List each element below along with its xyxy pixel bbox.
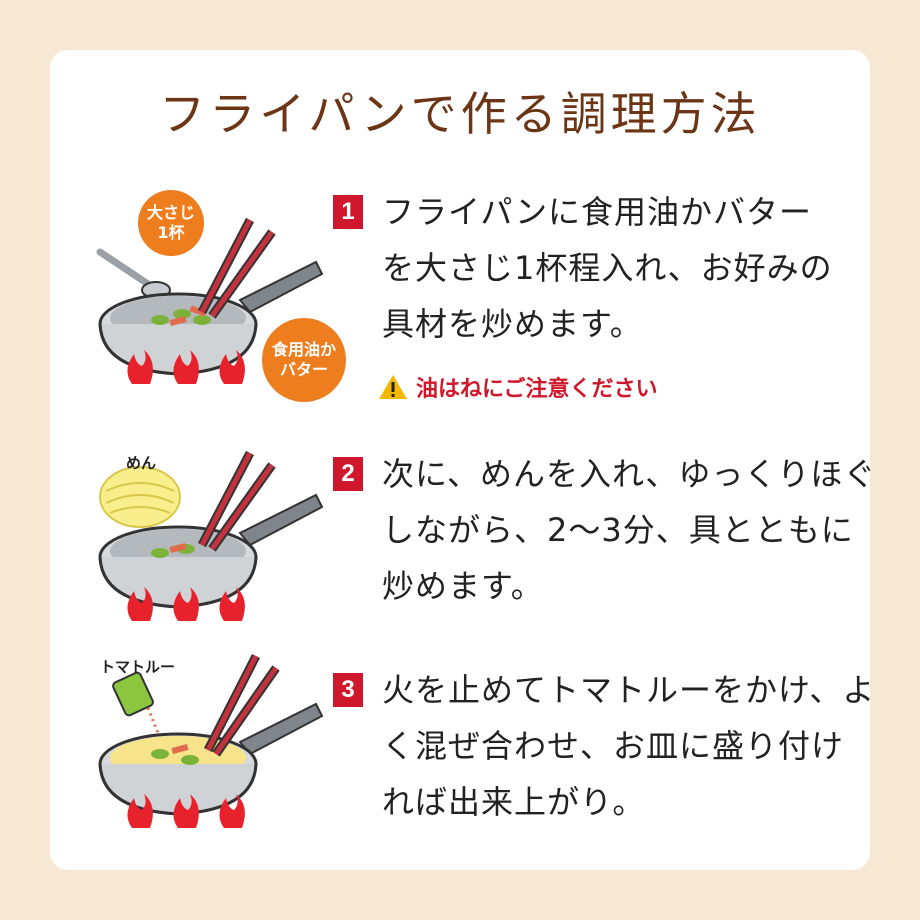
frying-pan-icon	[98, 653, 324, 828]
step1-number: 1	[333, 195, 363, 229]
chopsticks-icon	[203, 653, 280, 757]
warning-notice: 油はねにご注意ください	[378, 370, 658, 404]
noodles-label: めん	[126, 454, 157, 472]
page-title: フライパンで作る調理方法	[159, 87, 761, 141]
warning-text: 油はねにご注意ください	[416, 377, 658, 402]
step1-line2: を大さじ1杯程入れ、お好みの	[382, 249, 833, 287]
tomato-roux-label: トマトルー	[100, 658, 176, 676]
frying-pan-icon	[98, 450, 324, 621]
warning-icon	[379, 375, 407, 399]
step3-text: 火を止めてトマトルーをかけ、よ く混ぜ合わせ、お皿に盛り付け れば出来上がり。	[382, 662, 875, 830]
step2-line1: 次に、めんを入れ、ゆっくりほぐ	[382, 455, 877, 493]
step3-line3: れば出来上がり。	[382, 783, 646, 821]
step1-line1: フライパンに食用油かバター	[382, 193, 812, 231]
step1-illustration	[90, 180, 350, 400]
step1-line3: 具材を炒めます。	[382, 305, 643, 343]
chopsticks-icon	[198, 217, 276, 319]
step2-line2: しながら、2〜3分、具とともに	[382, 511, 854, 549]
flame-icon	[127, 350, 245, 384]
step1-text: フライパンに食用油かバター を大さじ1杯程入れ、お好みの 具材を炒めます。	[382, 184, 833, 352]
frying-pan-icon	[96, 217, 324, 384]
flame-icon	[127, 794, 245, 828]
noodles-icon	[99, 466, 181, 528]
step3-illustration	[90, 650, 350, 870]
step2-illustration	[90, 445, 350, 665]
chopsticks-icon	[198, 450, 276, 552]
step2-line3: 炒めます。	[382, 567, 544, 605]
step3-number: 3	[333, 673, 363, 707]
step3-line1: 火を止めてトマトルーをかけ、よ	[382, 671, 876, 709]
step3-line2: く混ぜ合わせ、お皿に盛り付け	[382, 727, 845, 765]
badge-tablespoon: 大さじ 1杯	[138, 190, 204, 256]
step2-number: 2	[333, 457, 363, 491]
seasoning-can-icon	[112, 671, 162, 739]
badge-oil-or-butter: 食用油か バター	[262, 318, 346, 402]
step2-text: 次に、めんを入れ、ゆっくりほぐ しながら、2〜3分、具とともに 炒めます。	[382, 446, 876, 614]
flame-icon	[127, 587, 245, 621]
